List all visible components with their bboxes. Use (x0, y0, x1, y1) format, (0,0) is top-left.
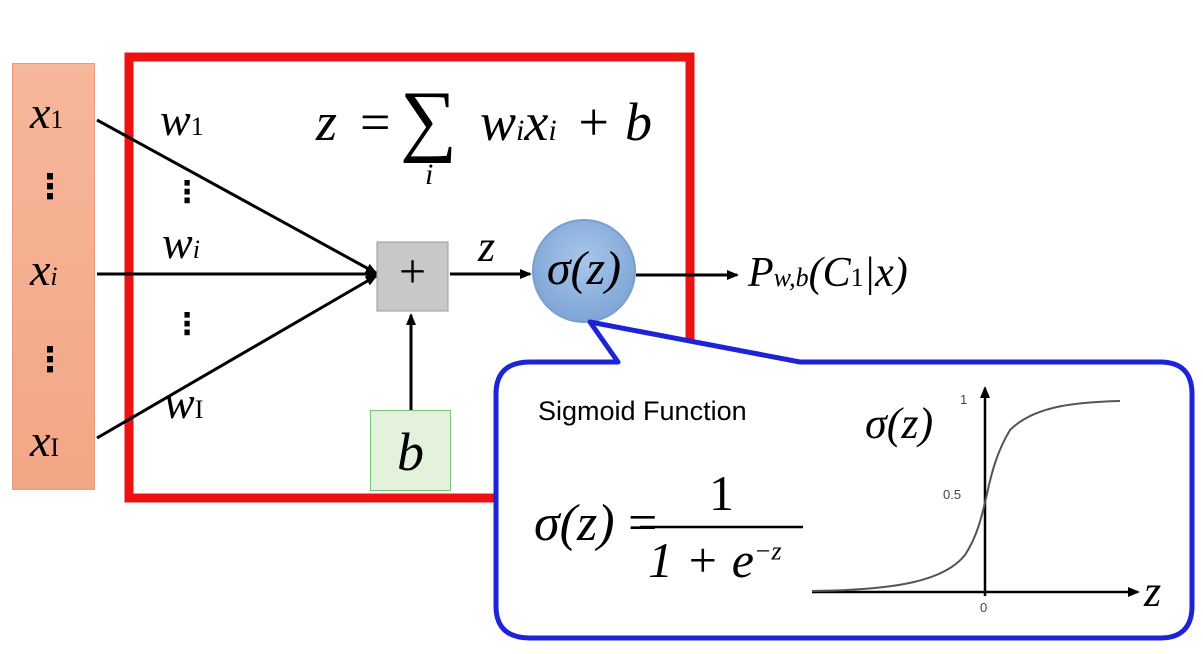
weight-wI: wI (164, 377, 204, 428)
input-x1: x1 (30, 87, 64, 138)
output-label: Pw,b(C1|x) (748, 250, 908, 296)
input-xi: xi (30, 244, 58, 295)
formula-plus-b: + b (575, 92, 652, 152)
weight-dots-top: ⋮ (172, 176, 202, 209)
formula-sum-index: i (425, 158, 434, 191)
callout-formula-lhs: σ(z) (534, 495, 615, 552)
callout-denominator: 1 + e−z (648, 532, 782, 588)
weight-dots-bottom: ⋮ (172, 308, 202, 341)
callout-box (493, 319, 1195, 641)
formula-lhs: z (316, 92, 338, 152)
bias-box (370, 410, 451, 491)
neuron-box (124, 52, 695, 503)
callout-formula-eq: = (628, 495, 658, 552)
formula-wx: wixi (480, 92, 557, 152)
bias-label: b (397, 422, 424, 482)
adder-box (376, 241, 449, 312)
sigmoid-node (532, 219, 636, 323)
callout-numerator: 1 (709, 465, 734, 521)
plot-tick-1: 1 (960, 392, 968, 407)
input-xI: xI (30, 415, 60, 466)
edge-z-label: z (478, 222, 496, 271)
plot-tick-0: 0 (980, 600, 988, 615)
formula-equals: = (360, 92, 391, 152)
input-dots-bottom: ⋮ (33, 341, 67, 379)
input-dots-top: ⋮ (33, 168, 67, 206)
edge-xI (96, 274, 378, 440)
sigmoid-curve (811, 400, 1121, 592)
adder-symbol: + (398, 245, 427, 298)
weight-w1: w1 (160, 94, 204, 145)
callout-title: Sigmoid Function (538, 396, 747, 426)
plot-xlabel: z (1144, 567, 1162, 616)
weight-wi: wi (162, 217, 200, 268)
plot-tick-05: 0.5 (943, 487, 962, 502)
edge-x1 (96, 118, 378, 275)
formula-sum: ∑ (400, 76, 458, 164)
activation-label: σ(z) (546, 242, 622, 295)
input-column (12, 63, 95, 490)
plot-ylabel: σ(z) (865, 399, 934, 448)
